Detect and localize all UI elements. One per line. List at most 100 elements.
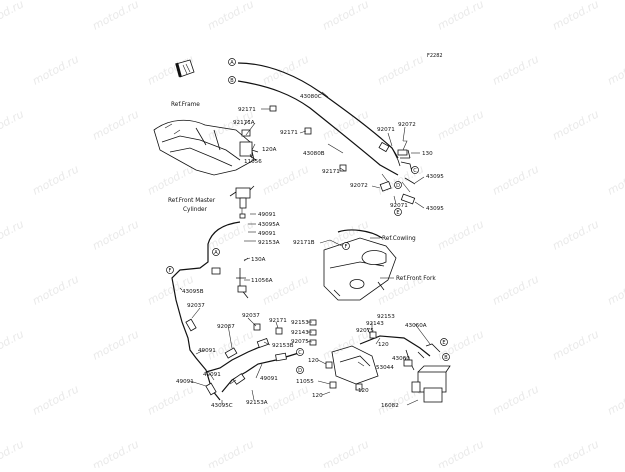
part-label: 92171B xyxy=(293,240,315,246)
connector-d-top: D xyxy=(394,181,402,189)
watermark-text: motod.ru xyxy=(0,437,26,468)
ref-cowling-label: Ref.Cowling xyxy=(382,236,416,242)
watermark-text: motod.ru xyxy=(90,107,141,142)
ref-front-master-label-1: Ref.Front Master xyxy=(168,198,216,204)
watermark-text: motod.ru xyxy=(260,382,311,417)
part-label: 92171A xyxy=(233,120,255,126)
svg-text:D: D xyxy=(396,183,400,189)
watermark-text: motod.ru xyxy=(0,0,26,33)
watermark-text: motod.ru xyxy=(605,52,625,87)
watermark-text: motod.ru xyxy=(205,327,256,362)
connector-f-fork: F xyxy=(342,242,350,250)
part-label: 43095 xyxy=(426,206,444,212)
part-label: 43060 xyxy=(392,356,410,362)
watermark-text: motod.ru xyxy=(605,162,625,197)
part-label: 92072 xyxy=(398,122,416,128)
part-label: 120 xyxy=(358,388,369,394)
part-label: 92171 xyxy=(238,107,256,113)
part-label: 120 xyxy=(308,358,319,364)
watermark-text: motod.ru xyxy=(605,272,625,307)
part-label: 130A xyxy=(251,257,266,263)
upper-brake-lines xyxy=(237,62,416,205)
svg-text:A: A xyxy=(230,60,234,66)
watermark-text: motod.ru xyxy=(550,327,601,362)
abs-unit xyxy=(325,335,451,403)
watermark-text: motod.ru xyxy=(490,162,541,197)
part-label: 11056A xyxy=(251,278,273,284)
book-icon xyxy=(175,59,195,78)
leader-lines xyxy=(179,91,431,406)
connector-a-left: A xyxy=(212,248,220,256)
watermark-text: motod.ru xyxy=(435,217,486,252)
watermark-text: motod.ru xyxy=(90,0,141,33)
part-label: 53044 xyxy=(376,365,394,371)
svg-text:F: F xyxy=(345,244,348,250)
part-label: 92153 xyxy=(291,320,309,326)
part-label: 49091 xyxy=(260,376,278,382)
part-label: 92071 xyxy=(377,127,395,133)
part-label: 43095B xyxy=(182,289,204,295)
svg-text:D: D xyxy=(298,368,302,374)
watermark-text: motod.ru xyxy=(550,217,601,252)
ref-front-master-label-2: Cylinder xyxy=(183,207,208,213)
watermark-text: motod.ru xyxy=(435,437,486,468)
part-label: 92171 xyxy=(269,318,287,324)
part-label: 92072 xyxy=(350,183,368,189)
part-label: 92143 xyxy=(366,321,384,327)
connector-d-abs: D xyxy=(296,366,304,374)
part-label: 92037 xyxy=(242,313,260,319)
watermark-text: motod.ru xyxy=(145,382,196,417)
part-label: 92153B xyxy=(272,343,294,349)
part-label: 49091 xyxy=(198,348,216,354)
connector-b-abs: B xyxy=(442,353,450,361)
part-label: 92075 xyxy=(291,339,309,345)
part-label: 92171 xyxy=(322,169,340,175)
part-label: 43095 xyxy=(426,174,444,180)
part-label: 49091 xyxy=(203,372,221,378)
part-label: 43095C xyxy=(211,403,233,409)
watermark-text: motod.ru xyxy=(435,107,486,142)
mid-fittings xyxy=(253,319,377,346)
part-label: 130 xyxy=(422,151,433,157)
part-label: 92037 xyxy=(217,324,235,330)
watermark-text: motod.ru xyxy=(30,272,81,307)
watermark-text: motod.ru xyxy=(145,162,196,197)
watermark-text: motod.ru xyxy=(490,382,541,417)
watermark-text: motod.ru xyxy=(205,437,256,468)
part-label: 49091 xyxy=(176,379,194,385)
svg-text:A: A xyxy=(214,250,218,256)
svg-text:B: B xyxy=(230,78,234,84)
svg-text:C: C xyxy=(298,350,302,356)
part-label: 92171 xyxy=(280,130,298,136)
part-label: 43060A xyxy=(405,323,427,329)
connector-a-top: A xyxy=(228,58,236,66)
watermark-text: motod.ru xyxy=(320,0,371,33)
svg-text:E: E xyxy=(442,340,445,346)
watermark-text: motod.ru xyxy=(605,382,625,417)
part-label: 92143 xyxy=(291,330,309,336)
part-label: 92153 xyxy=(377,314,395,320)
part-label: 11055 xyxy=(296,379,314,385)
connector-e-top: E xyxy=(394,208,402,216)
watermark-text: motod.ru xyxy=(0,217,26,252)
part-label: 43080B xyxy=(303,151,325,157)
master-cylinder xyxy=(229,185,255,219)
connector-e-abs: E xyxy=(440,338,448,346)
part-label: 92153A xyxy=(258,240,280,246)
part-label: 92071 xyxy=(390,203,408,209)
svg-text:E: E xyxy=(396,210,399,216)
watermark-text: motod.ru xyxy=(260,162,311,197)
part-label: 43080C xyxy=(300,94,322,100)
watermark-text: motod.ru xyxy=(0,327,26,362)
watermark-text: motod.ru xyxy=(550,0,601,33)
left-brake-line xyxy=(171,221,303,401)
figure-code: F2282 xyxy=(427,53,443,59)
ref-frame-label: Ref.Frame xyxy=(171,102,200,108)
svg-text:B: B xyxy=(444,355,448,361)
watermark-text: motod.ru xyxy=(30,382,81,417)
part-label: 49091 xyxy=(258,231,276,237)
part-label: 43095A xyxy=(258,222,280,228)
watermark-text: motod.ru xyxy=(0,107,26,142)
